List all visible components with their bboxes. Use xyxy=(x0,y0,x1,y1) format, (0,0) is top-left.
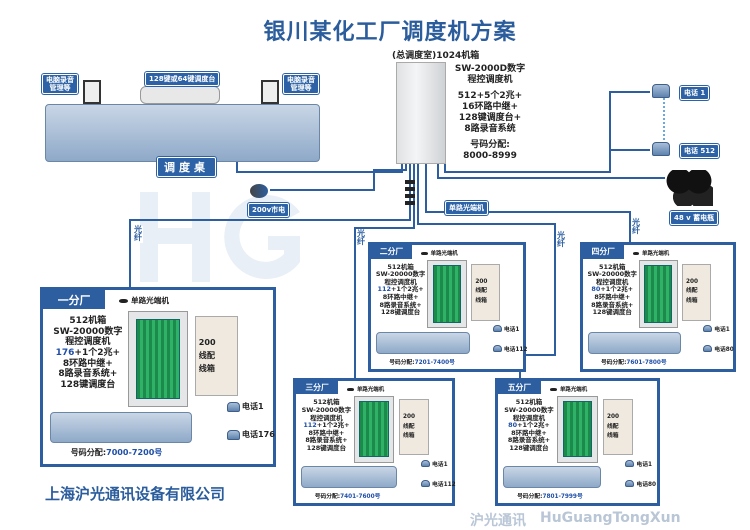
factory-specs: 512机箱 SW-20000数字 程控调度机 80+1个2兆+ 8环路中继+ 8… xyxy=(587,262,637,317)
number-allocation: 号码分配:7601-7800号 xyxy=(601,359,667,366)
desk-body xyxy=(45,104,320,162)
modem-icon xyxy=(632,251,640,255)
phone-icon xyxy=(703,325,713,333)
factory-specs: 512机箱 SW-20000数字 程控调度机 176+1个2兆+ 8环路中继+ … xyxy=(53,316,123,391)
phone-icon xyxy=(652,142,670,156)
wiring-box: 200 线配 线箱 xyxy=(398,399,429,456)
factory-name: 三分厂 xyxy=(296,381,339,395)
factory-specs: 512机箱 SW-20000数字 程控调度机 80+1个2兆+ 8环路中继+ 8… xyxy=(504,398,554,452)
phone-1: 电话1 xyxy=(703,324,730,333)
modem: 单路光端机 xyxy=(118,295,169,306)
modem-icon xyxy=(347,387,354,391)
factory-name: 二分厂 xyxy=(371,245,413,259)
phone-2: 电话176 xyxy=(227,429,275,440)
monitor-icon xyxy=(261,80,279,104)
wiring-box: 200 线配 线箱 xyxy=(602,399,634,456)
phone-icon xyxy=(492,345,502,353)
phone-2: 电话80 xyxy=(703,344,734,353)
company-name: 上海沪光通讯设备有限公司 xyxy=(45,485,226,503)
fiber-label: 光纤 xyxy=(357,229,366,247)
phone-1: 电话1 xyxy=(625,459,652,468)
dispatch-desk xyxy=(300,466,398,489)
factory-specs: 512机箱 SW-20000数字 程控调度机 112+1个2兆+ 8环路中继+ … xyxy=(375,262,426,317)
central-cabinet xyxy=(396,62,446,164)
factory-name: 一分厂 xyxy=(43,290,106,310)
console-label: 128键或64键调度台 xyxy=(145,72,220,86)
dispatch-desk xyxy=(375,331,470,355)
cabinet-label: (总调度室)1024机箱 xyxy=(392,51,480,61)
phone-icon xyxy=(420,460,431,468)
modem-icon xyxy=(118,298,128,304)
fiber-label: 光纤 xyxy=(557,231,566,249)
phone-2: 电话112 xyxy=(492,344,527,353)
number-allocation: 号码分配:7401-7600号 xyxy=(314,493,381,500)
dispatch-desk xyxy=(587,331,681,355)
power-label: 200v市电 xyxy=(248,203,290,217)
phone-512-label: 电话 512 xyxy=(680,144,720,158)
dispatch-desk xyxy=(502,466,602,489)
green-cabinet xyxy=(556,395,599,463)
phone-2: 电话80 xyxy=(625,479,656,488)
right-pc-label: 电脑录音管理等 xyxy=(283,74,319,94)
phone-icon xyxy=(227,429,240,440)
modem-icon xyxy=(421,251,428,255)
factory-box: 三分厂 单路光端机 512机箱 SW-20000数字 程控调度机 112+1个2… xyxy=(293,378,456,506)
modem: 单路光端机 xyxy=(347,385,384,393)
main-modem-label: 单路光端机 xyxy=(445,201,488,215)
factory-box: 五分厂 单路光端机 512机箱 SW-20000数字 程控调度机 80+1个2兆… xyxy=(495,378,660,506)
wiring-box: 200 线配 线箱 xyxy=(194,316,239,397)
center-specs: SW-2000D数字 程控调度机 512+5个2兆+ 16环路中继+ 128键调… xyxy=(454,64,526,161)
factory-box: 一分厂 单路光端机 512机箱 SW-20000数字 程控调度机 176+1个2… xyxy=(40,287,276,467)
phone-icon xyxy=(420,479,431,487)
phone-2: 电话112 xyxy=(420,479,456,488)
watermark-cn: 沪光通讯 xyxy=(470,513,526,529)
phone-icon xyxy=(652,84,670,98)
phone-1: 电话1 xyxy=(420,459,448,468)
factory-name: 五分厂 xyxy=(498,381,541,395)
fiber-label: 光纤 xyxy=(134,225,143,243)
battery-label: 48 v 蓄电瓶 xyxy=(670,211,719,225)
monitor-icon xyxy=(83,80,101,104)
watermark-en: HuGuangTongXun xyxy=(540,510,681,526)
factory-specs: 512机箱 SW-20000数字 程控调度机 112+1个2兆+ 8环路中继+ … xyxy=(301,398,352,452)
desk-label: 调度桌 xyxy=(157,157,216,177)
green-cabinet xyxy=(638,259,678,329)
modem-icon xyxy=(550,387,557,391)
dispatch-desk: 128键或64键调度台 电脑录音管理等 电脑录音管理等 xyxy=(42,72,320,162)
modem: 单路光端机 xyxy=(421,249,458,257)
factory-box: 二分厂 单路光端机 512机箱 SW-20000数字 程控调度机 112+1个2… xyxy=(368,242,527,372)
phone-1: 电话1 xyxy=(492,324,519,333)
phone-icon xyxy=(492,325,502,333)
green-cabinet xyxy=(427,259,467,329)
watermark-logo xyxy=(140,192,300,282)
number-allocation: 号码分配:7000-7200号 xyxy=(70,447,163,457)
modem: 单路光端机 xyxy=(632,249,669,257)
battery-icon xyxy=(665,170,713,206)
console-icon xyxy=(140,86,220,104)
phone-icon xyxy=(703,345,713,353)
phone-1: 电话1 xyxy=(227,401,264,412)
phone-icon xyxy=(625,460,635,468)
wiring-box: 200 线配 线箱 xyxy=(471,263,501,321)
modem-icon xyxy=(405,180,415,208)
wiring-box: 200 线配 线箱 xyxy=(682,263,711,321)
number-allocation: 号码分配:7801-7999号 xyxy=(517,493,583,500)
green-cabinet xyxy=(128,310,188,407)
modem: 单路光端机 xyxy=(550,385,587,393)
fiber-label: 光纤 xyxy=(632,218,641,236)
phone-1-label: 电话 1 xyxy=(680,86,710,100)
left-pc-label: 电脑录音管理等 xyxy=(42,74,78,94)
phone-icon xyxy=(227,402,240,412)
power-plug-icon xyxy=(250,184,268,198)
green-cabinet xyxy=(353,395,395,463)
phone-icon xyxy=(625,479,635,487)
page-title: 银川某化工厂调度机方案 xyxy=(263,20,517,45)
factory-name: 四分厂 xyxy=(583,245,624,259)
dispatch-desk xyxy=(49,411,193,444)
number-allocation: 号码分配:7201-7400号 xyxy=(389,359,455,366)
factory-box: 四分厂 单路光端机 512机箱 SW-20000数字 程控调度机 80+1个2兆… xyxy=(580,242,736,372)
